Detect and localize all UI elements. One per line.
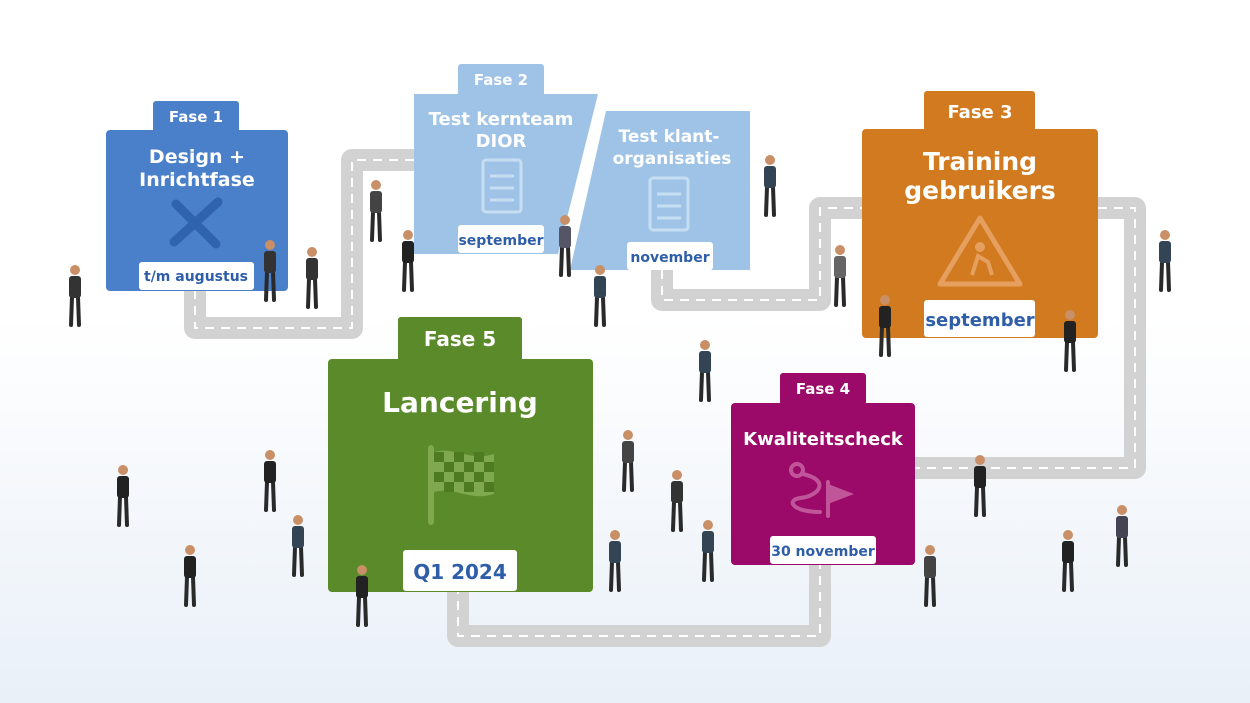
checklist-icon — [481, 158, 523, 214]
person-figure — [264, 450, 276, 512]
phase-3-date: september — [925, 310, 1034, 331]
person-figure — [702, 520, 714, 582]
tools-icon — [169, 197, 223, 249]
phase-2-tab-label: Fase 2 — [474, 71, 528, 89]
phase-3-title-line-1: Training — [923, 147, 1037, 176]
person-figure — [306, 247, 318, 309]
person-figure — [1064, 310, 1076, 372]
phase-4-box — [731, 403, 915, 565]
person-figure — [402, 230, 414, 292]
person-figure — [356, 565, 368, 627]
person-figure — [1116, 505, 1128, 567]
phase-5-date: Q1 2024 — [413, 560, 507, 584]
phase-3-tab — [924, 91, 1035, 131]
people-illustrations — [69, 155, 1171, 627]
phase-1-tab-label: Fase 1 — [169, 108, 223, 126]
phase-2-part-2-title-line-2: organisaties — [613, 149, 732, 169]
person-figure — [69, 265, 81, 327]
phase-5-tab — [398, 317, 522, 362]
phase-5-title: Lancering — [382, 386, 538, 419]
person-figure — [764, 155, 776, 217]
phase-4-card: Fase 4 Kwaliteitscheck 30 november — [731, 373, 915, 565]
person-figure — [671, 470, 683, 532]
person-figure — [1062, 530, 1074, 592]
phase-3-date-label — [924, 300, 1035, 337]
person-figure — [117, 465, 129, 527]
phase-5-card: Fase 5 Lancering Q1 2024 — [328, 317, 593, 592]
phase-1-date: t/m augustus — [144, 269, 248, 285]
person-figure — [834, 245, 846, 307]
phase-1-date-label — [139, 262, 254, 290]
road-work-icon — [937, 215, 1023, 287]
phase-1-card: Fase 1 Design + Inrichtfase t/m augustus — [106, 101, 288, 291]
person-figure — [699, 340, 711, 402]
person-figure — [370, 180, 382, 242]
person-figure — [974, 455, 986, 517]
phase-1-title-line-1: Design + — [149, 146, 245, 168]
checkered-flag-icon — [428, 445, 494, 525]
phase-3-title-line-2: gebruikers — [904, 176, 1056, 205]
phase-5-date-label — [403, 550, 517, 591]
phase-2-part-2-date: november — [630, 250, 709, 266]
phase-3-card: Fase 3 Training gebruikers september — [862, 91, 1098, 338]
phase-2-part-1-title-line-1: Test kernteam — [429, 109, 574, 130]
person-figure — [184, 545, 196, 607]
person-figure — [924, 545, 936, 607]
phase-4-date-label — [770, 536, 876, 564]
phase-1-tab — [153, 101, 239, 133]
phase-4-tab-label: Fase 4 — [796, 380, 850, 398]
phase-2-card: Fase 2 Test kernteam DIOR Test klant- or… — [414, 64, 750, 270]
person-figure — [594, 265, 606, 327]
person-figure — [879, 295, 891, 357]
phase-2-box-part-1 — [414, 94, 598, 254]
person-figure — [622, 430, 634, 492]
person-figure — [559, 215, 571, 277]
person-figure — [1159, 230, 1171, 292]
road — [184, 149, 1146, 647]
phase-3-tab-label: Fase 3 — [947, 102, 1012, 123]
person-figure — [292, 515, 304, 577]
phase-4-title: Kwaliteitscheck — [743, 429, 904, 450]
phase-2-part-2-date-label — [627, 242, 713, 270]
phase-2-part-1-date-label — [458, 225, 544, 253]
route-flag-icon — [789, 462, 854, 518]
phase-3-box — [862, 129, 1098, 338]
phase-1-title-line-2: Inrichtfase — [139, 169, 255, 191]
person-figure — [609, 530, 621, 592]
phase-2-tab — [458, 64, 544, 96]
person-figure — [264, 240, 276, 302]
phase-4-tab — [780, 373, 866, 405]
phase-2-part-1-date: september — [458, 233, 543, 249]
phase-5-tab-label: Fase 5 — [424, 327, 496, 351]
phase-2-part-2-title-line-1: Test klant- — [619, 127, 720, 147]
phase-2-box-part-2 — [570, 111, 750, 270]
phase-2-part-1-title-line-2: DIOR — [476, 131, 527, 152]
phase-4-date: 30 november — [771, 544, 875, 560]
phase-1-box — [106, 130, 288, 291]
checklist-icon — [648, 176, 690, 232]
